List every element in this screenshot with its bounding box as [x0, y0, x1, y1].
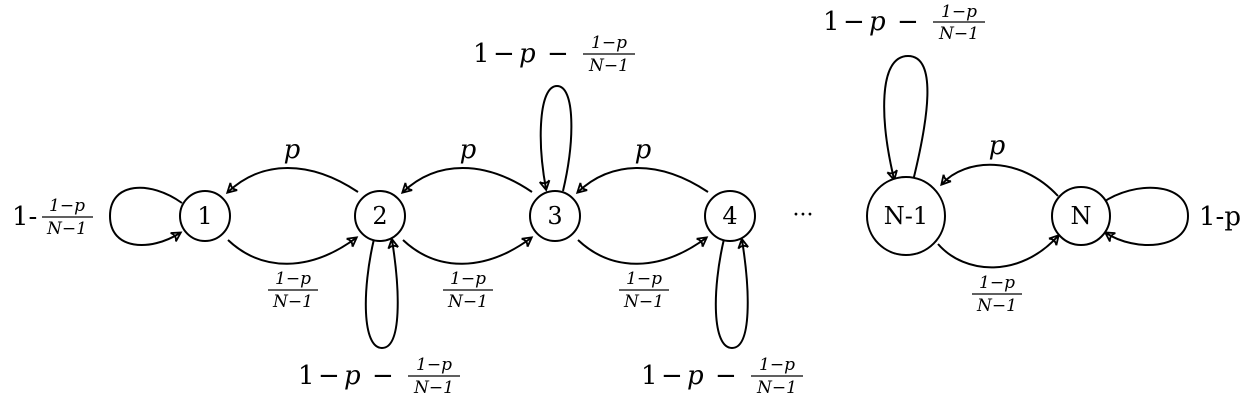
- edge-2-to-1: [225, 167, 359, 194]
- self-loop-N1: [883, 54, 929, 182]
- fraction-denominator: N−1: [976, 296, 1017, 316]
- edge-label-frac-3-4: 1−p N−1: [619, 269, 669, 312]
- fraction-denominator: N−1: [938, 24, 979, 44]
- fraction-numerator: 1−p: [450, 269, 486, 289]
- state-node-2: [354, 190, 406, 242]
- label-minus: −: [547, 39, 569, 69]
- state-node-4: [704, 190, 756, 242]
- fraction-numerator: 1−p: [759, 355, 795, 375]
- self-loop-2: [364, 237, 399, 350]
- label-one: 1: [823, 7, 840, 37]
- edge-3-to-4: [577, 236, 709, 265]
- fraction-denominator: N−1: [756, 378, 797, 398]
- ellipsis: ···: [793, 203, 814, 228]
- fraction-denominator: N−1: [46, 219, 87, 239]
- label-minus: −: [372, 361, 394, 391]
- fraction-denominator: N−1: [588, 56, 629, 76]
- fraction-denominator: N−1: [623, 292, 664, 312]
- state-node-N: [1051, 186, 1111, 246]
- self-loop-label-4: 1 − p − 1−p N−1: [641, 355, 803, 398]
- label-minus: −: [318, 361, 340, 391]
- edge-label-p-2-1: p: [284, 135, 301, 165]
- edge-4-to-3: [575, 167, 709, 194]
- self-loop-4: [714, 237, 749, 350]
- label-minus: −: [493, 39, 515, 69]
- label-one-dash: 1-: [12, 202, 37, 232]
- edge-label-p-N-N1: p: [989, 131, 1006, 161]
- edge-N1-to-N: [937, 233, 1060, 269]
- edge-2-to-3: [402, 236, 534, 265]
- label-minus: −: [843, 7, 865, 37]
- edge-label-p-3-2: p: [460, 135, 477, 165]
- fraction-denominator: N−1: [447, 292, 488, 312]
- node-label-3: 3: [547, 202, 562, 230]
- label-minus: −: [715, 361, 737, 391]
- label-p: p: [687, 361, 704, 391]
- label-minus: −: [897, 7, 919, 37]
- label-p: p: [344, 361, 361, 391]
- node-label-2: 2: [372, 202, 387, 230]
- self-loop-3: [538, 84, 573, 192]
- fraction-denominator: N−1: [272, 292, 313, 312]
- self-loop-label-3: 1 − p − 1−p N−1: [473, 33, 635, 76]
- edge-N-to-N1: [940, 163, 1059, 197]
- node-label-N: N: [1071, 202, 1092, 230]
- label-one: 1: [641, 361, 658, 391]
- fraction-numerator: 1−p: [591, 33, 627, 53]
- self-loop-1: [108, 186, 183, 246]
- edge-label-frac-1-2: 1−p N−1: [268, 269, 318, 312]
- self-loop-label-N: 1-p: [1199, 202, 1241, 232]
- label-one: 1: [298, 361, 315, 391]
- node-label-4: 4: [722, 202, 737, 230]
- fraction-numerator: 1−p: [941, 2, 977, 22]
- self-loop-N: [1101, 186, 1190, 247]
- label-minus: −: [661, 361, 683, 391]
- fraction-numerator: 1−p: [49, 196, 85, 216]
- fraction-denominator: N−1: [413, 378, 454, 398]
- node-label-N-minus-1: N-1: [884, 202, 928, 230]
- self-loop-label-1: 1- 1−p N−1: [12, 196, 93, 239]
- edge-3-to-2: [400, 167, 533, 194]
- state-node-1: [179, 190, 231, 242]
- self-loop-label-N-minus-1: 1 − p − 1−p N−1: [823, 2, 985, 44]
- edge-label-frac-2-3: 1−p N−1: [443, 269, 493, 312]
- fraction-numerator: 1−p: [626, 269, 662, 289]
- fraction-numerator: 1−p: [979, 273, 1015, 293]
- self-loop-label-2: 1 − p − 1−p N−1: [298, 355, 460, 398]
- label-p: p: [519, 39, 536, 69]
- node-label-1: 1: [197, 202, 212, 230]
- fraction-numerator: 1−p: [275, 269, 311, 289]
- state-node-3: [529, 190, 581, 242]
- state-node-N-minus-1: [866, 176, 946, 256]
- edge-label-p-4-3: p: [635, 135, 652, 165]
- edge-1-to-2: [227, 236, 359, 265]
- label-one: 1: [473, 39, 490, 69]
- label-p: p: [869, 7, 886, 37]
- edge-label-frac-N1-N: 1−p N−1: [972, 273, 1022, 316]
- fraction-numerator: 1−p: [416, 355, 452, 375]
